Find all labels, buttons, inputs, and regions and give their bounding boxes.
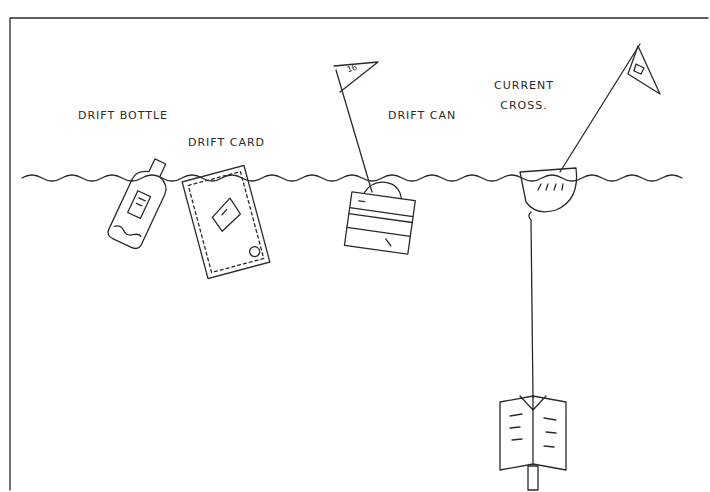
drift-card	[182, 165, 270, 278]
card-tag	[209, 197, 244, 233]
bottle-water	[114, 224, 141, 240]
card-eyelet	[249, 245, 261, 257]
flag-symbol	[634, 64, 644, 74]
vane-markings	[510, 414, 556, 447]
can-body	[344, 192, 415, 254]
flag-number: 16	[341, 61, 363, 77]
cross-flag	[628, 46, 660, 94]
part-name: DRIFT BOTTLE	[78, 106, 218, 126]
cross-weight	[528, 466, 538, 490]
cross-float	[520, 168, 577, 212]
bottle-message	[128, 191, 151, 219]
drift-can	[344, 178, 417, 254]
part-name: DRIFT CAN	[388, 106, 498, 126]
float-hatching	[538, 184, 563, 190]
can-bands	[345, 178, 417, 248]
part-name: CURRENT CROSS.	[484, 76, 564, 116]
frame-border	[10, 18, 708, 490]
card-outline	[182, 165, 270, 278]
part-name: DRIFT CARD	[188, 133, 308, 153]
water-surface	[22, 175, 682, 181]
drift-bottle	[106, 154, 177, 251]
cross-vanes	[500, 396, 566, 470]
can-pole	[336, 70, 372, 192]
cross-pole	[560, 44, 640, 172]
bottle-outline	[106, 154, 177, 251]
card-seam	[188, 172, 263, 273]
cross-line	[529, 212, 533, 398]
